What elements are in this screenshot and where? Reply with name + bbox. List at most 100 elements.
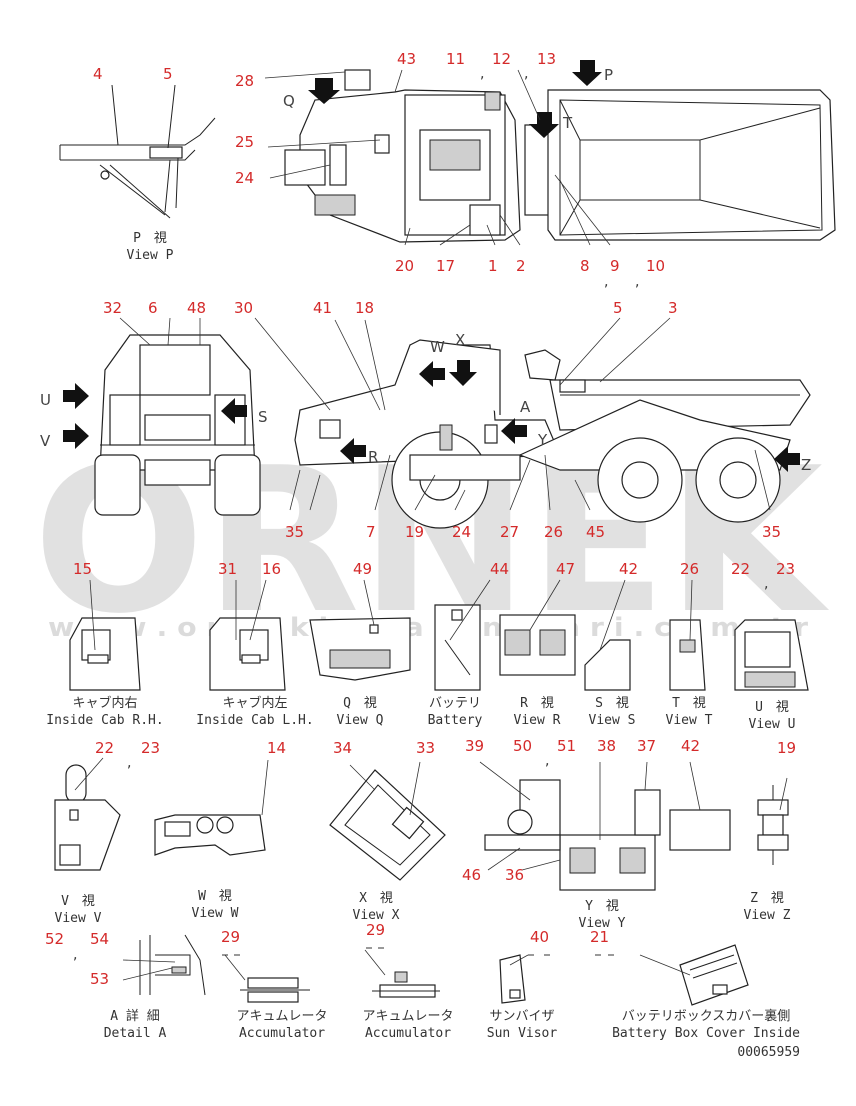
callout-2: 2 — [516, 257, 526, 275]
caption-accumulator-1-en: Accumulator — [239, 1026, 325, 1041]
callout-31: 31 — [218, 560, 237, 578]
callout-30: 30 — [234, 299, 253, 317]
callout-21: 21 — [590, 928, 609, 946]
callout-45: 45 — [586, 523, 605, 541]
side-view-drawing — [294, 339, 811, 529]
callout-13: 13 — [537, 50, 556, 68]
caption-view-u-jp: U 視 — [755, 700, 789, 715]
svg-text:,: , — [73, 947, 77, 963]
caption-view-r-en: View R — [514, 713, 561, 728]
view-y-drawing — [484, 779, 731, 891]
caption-accumulator-1-jp: アキュムレータ — [236, 1009, 327, 1024]
view-letter-v: V — [40, 432, 51, 450]
callout-9: 9 — [610, 257, 620, 275]
callout-5: 5 — [163, 65, 173, 83]
callout-11: 11 — [446, 50, 465, 68]
caption-cab-rh-en: Inside Cab R.H. — [46, 713, 163, 728]
callout-27: 27 — [500, 523, 519, 541]
sun-visor-drawing — [499, 954, 526, 1004]
caption-view-y-en: View Y — [579, 916, 626, 931]
caption-cab-lh-jp: キャブ内左 — [222, 695, 287, 711]
caption-view-p-jp: P 視 — [133, 231, 167, 246]
view-letter-s: S — [258, 408, 268, 426]
callout-23b: 23 — [141, 739, 160, 757]
caption-view-x-en: View X — [353, 908, 400, 923]
arrow-v — [63, 423, 89, 449]
view-letter-z: Z — [801, 456, 811, 474]
callout-16: 16 — [262, 560, 281, 578]
arrow-u — [63, 383, 89, 409]
view-t-drawing — [669, 619, 706, 691]
view-letter-a: A — [520, 398, 531, 416]
accumulator-1-drawing — [240, 977, 310, 1003]
callout-35: 35 — [285, 523, 304, 541]
caption-cab-lh-en: Inside Cab L.H. — [196, 713, 313, 728]
callout-40: 40 — [530, 928, 549, 946]
caption-view-v-jp: V 視 — [61, 894, 95, 909]
leader-lines — [74, 69, 788, 981]
callouts: 4 5 28 43 11 12 13 Q P T 25 24 20 17 1 2… — [40, 50, 811, 988]
callout-42: 42 — [619, 560, 638, 578]
callout-34: 34 — [333, 739, 352, 757]
caption-view-q-jp: Q 視 — [343, 696, 377, 711]
callout-5b: 5 — [613, 299, 623, 317]
callout-22: 22 — [731, 560, 750, 578]
svg-text:,: , — [524, 66, 528, 82]
callout-28: 28 — [235, 72, 254, 90]
svg-text:,: , — [635, 274, 639, 290]
arrow-a — [501, 418, 527, 444]
svg-text:,: , — [764, 576, 768, 592]
callout-44: 44 — [490, 560, 509, 578]
callout-49: 49 — [353, 560, 372, 578]
caption-sun-visor-en: Sun Visor — [487, 1026, 558, 1041]
caption-battery-en: Battery — [428, 713, 483, 728]
callout-8: 8 — [580, 257, 590, 275]
view-letter-q: Q — [283, 92, 295, 110]
callout-17: 17 — [436, 257, 455, 275]
caption-battery-jp: バッテリ — [429, 696, 481, 711]
caption-accumulator-2-jp: アキュムレータ — [362, 1009, 453, 1024]
svg-text:,: , — [604, 274, 608, 290]
caption-detail-a-en: Detail A — [104, 1026, 167, 1041]
callout-19b: 19 — [777, 739, 796, 757]
arrow-t — [529, 112, 559, 138]
caption-view-u-en: View U — [749, 717, 796, 732]
callout-33: 33 — [416, 739, 435, 757]
callout-32: 32 — [103, 299, 122, 317]
callout-46: 46 — [462, 866, 481, 884]
arrow-w2 — [449, 360, 477, 386]
view-q-drawing — [309, 617, 411, 681]
callout-51: 51 — [557, 737, 576, 755]
view-captions: P 視 View P キャブ内右 Inside Cab R.H. キャブ内左 I… — [46, 231, 800, 1060]
callout-38: 38 — [597, 737, 616, 755]
caption-view-s-en: View S — [589, 713, 636, 728]
callout-24: 24 — [235, 169, 254, 187]
row4-drawings — [139, 934, 749, 1006]
caption-accumulator-2-en: Accumulator — [365, 1026, 451, 1041]
caption-view-r-jp: R 視 — [520, 696, 554, 711]
callout-3: 3 — [668, 299, 678, 317]
top-view-drawing — [284, 69, 836, 243]
front-view-drawing — [94, 334, 261, 516]
callout-29b: 29 — [366, 921, 385, 939]
caption-cab-rh-jp: キャブ内右 — [72, 695, 137, 711]
view-p-drawing — [59, 84, 216, 219]
callout-18: 18 — [355, 299, 374, 317]
caption-view-t-en: View T — [666, 713, 713, 728]
callout-37: 37 — [637, 737, 656, 755]
caption-view-t-jp: T 視 — [672, 696, 706, 711]
caption-view-z-en: View Z — [744, 908, 791, 923]
callout-48: 48 — [187, 299, 206, 317]
callout-50: 50 — [513, 737, 532, 755]
view-w-drawing — [154, 814, 266, 856]
svg-text:,: , — [545, 753, 549, 769]
callout-52: 52 — [45, 930, 64, 948]
direction-arrows — [63, 60, 800, 472]
callout-22b: 22 — [95, 739, 114, 757]
row2-drawings — [69, 604, 809, 691]
caption-view-v-en: View V — [55, 911, 102, 926]
callout-53: 53 — [90, 970, 109, 988]
callout-41: 41 — [313, 299, 332, 317]
battery-box-cover-drawing — [679, 944, 749, 1006]
